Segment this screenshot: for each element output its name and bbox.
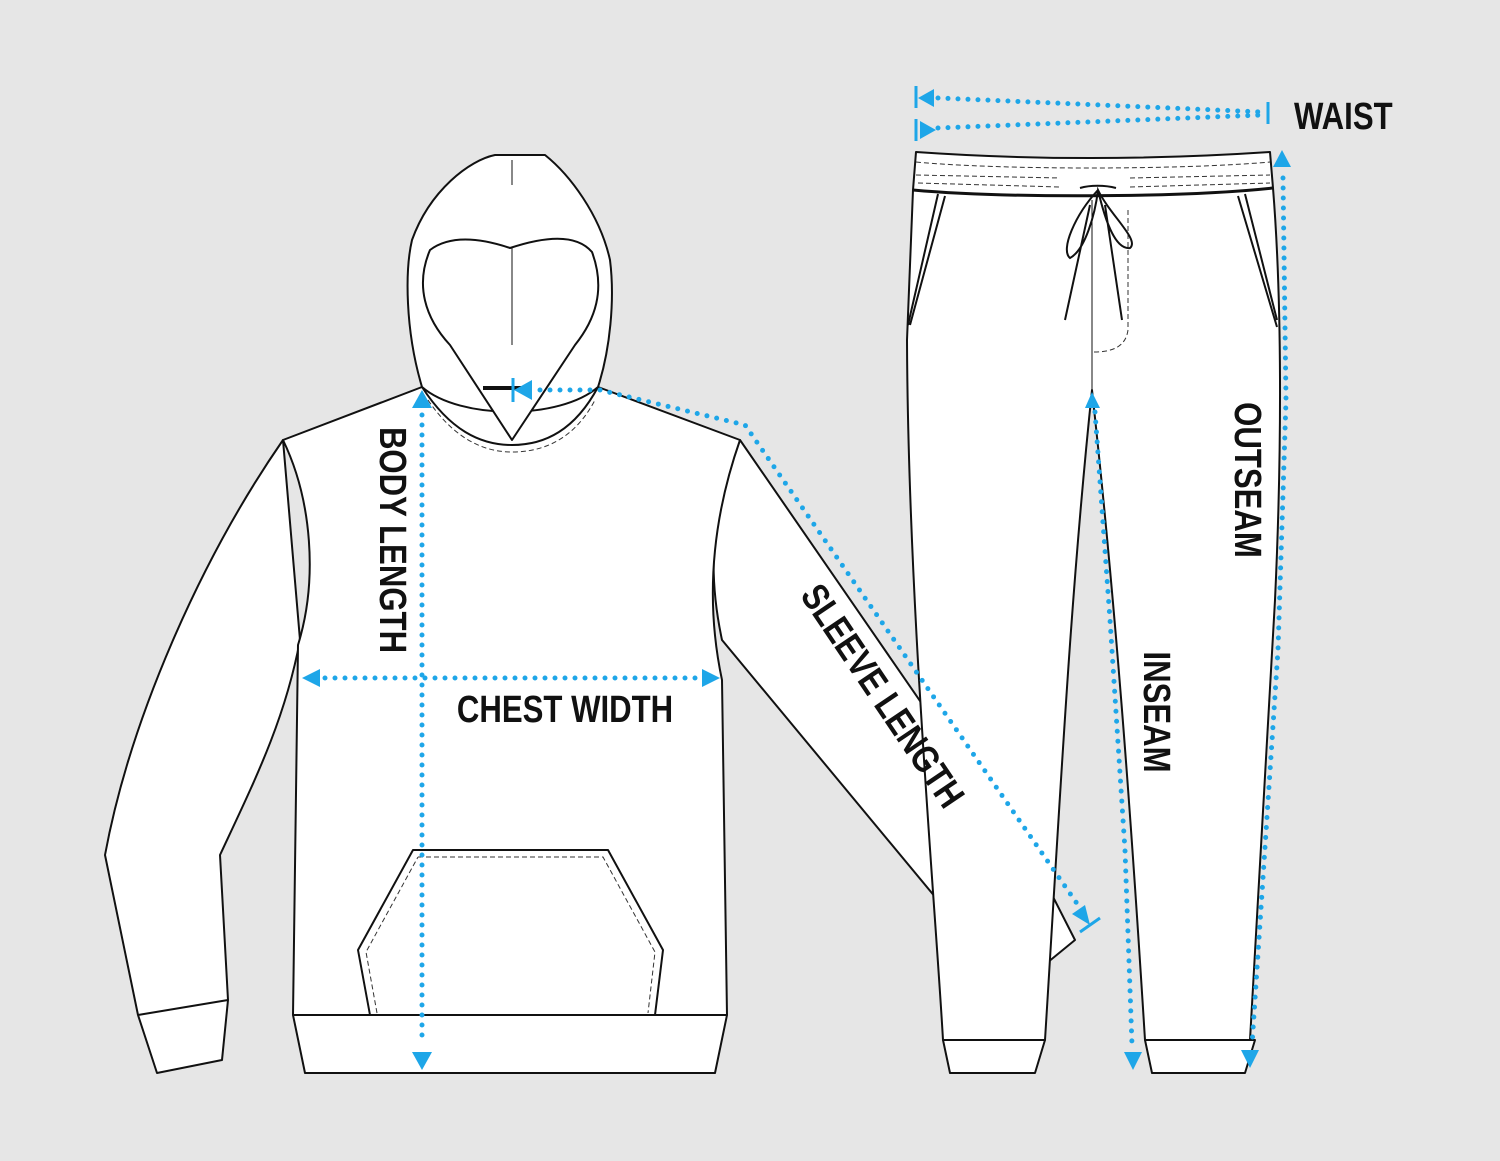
measurement-inseam: [1085, 392, 1142, 1070]
hoodie-pocket-stitch: [365, 856, 656, 1014]
measurement-waist: [914, 86, 1270, 141]
hoodie-face-opening: [422, 237, 600, 441]
pants-left-cuff: [942, 1039, 1046, 1074]
pants-drawstring: [1064, 184, 1133, 321]
label-chest-width: CHEST WIDTH: [457, 689, 673, 731]
pants-waistband-stitch: [915, 161, 1271, 188]
pants-body: [906, 151, 1282, 1041]
measurement-chest-width: [302, 669, 720, 687]
pants-left-pocket: [907, 193, 946, 326]
pants-fly-stitch: [1093, 210, 1129, 353]
jogger-pants: [906, 151, 1282, 1074]
hoodie-left-sleeve: [104, 439, 301, 1074]
measurement-outseam: [1241, 150, 1291, 1068]
hoodie-neckline: [421, 386, 599, 447]
pants-waistband-bottom: [912, 186, 1274, 198]
label-body-length: BODY LENGTH: [371, 427, 413, 653]
hoodie-left-cuff-line: [137, 999, 229, 1016]
label-inseam: INSEAM: [1135, 651, 1177, 772]
pants-right-pocket: [1237, 193, 1278, 328]
hoodie-pocket: [357, 849, 664, 1016]
pants-right-cuff: [1144, 1039, 1256, 1074]
label-outseam: OUTSEAM: [1226, 402, 1268, 558]
measurement-body-length: [412, 390, 432, 1070]
label-waist: WAIST: [1294, 96, 1393, 138]
measurement-sleeve-length: [511, 378, 1101, 934]
hoodie-neck-stitch: [427, 399, 596, 453]
